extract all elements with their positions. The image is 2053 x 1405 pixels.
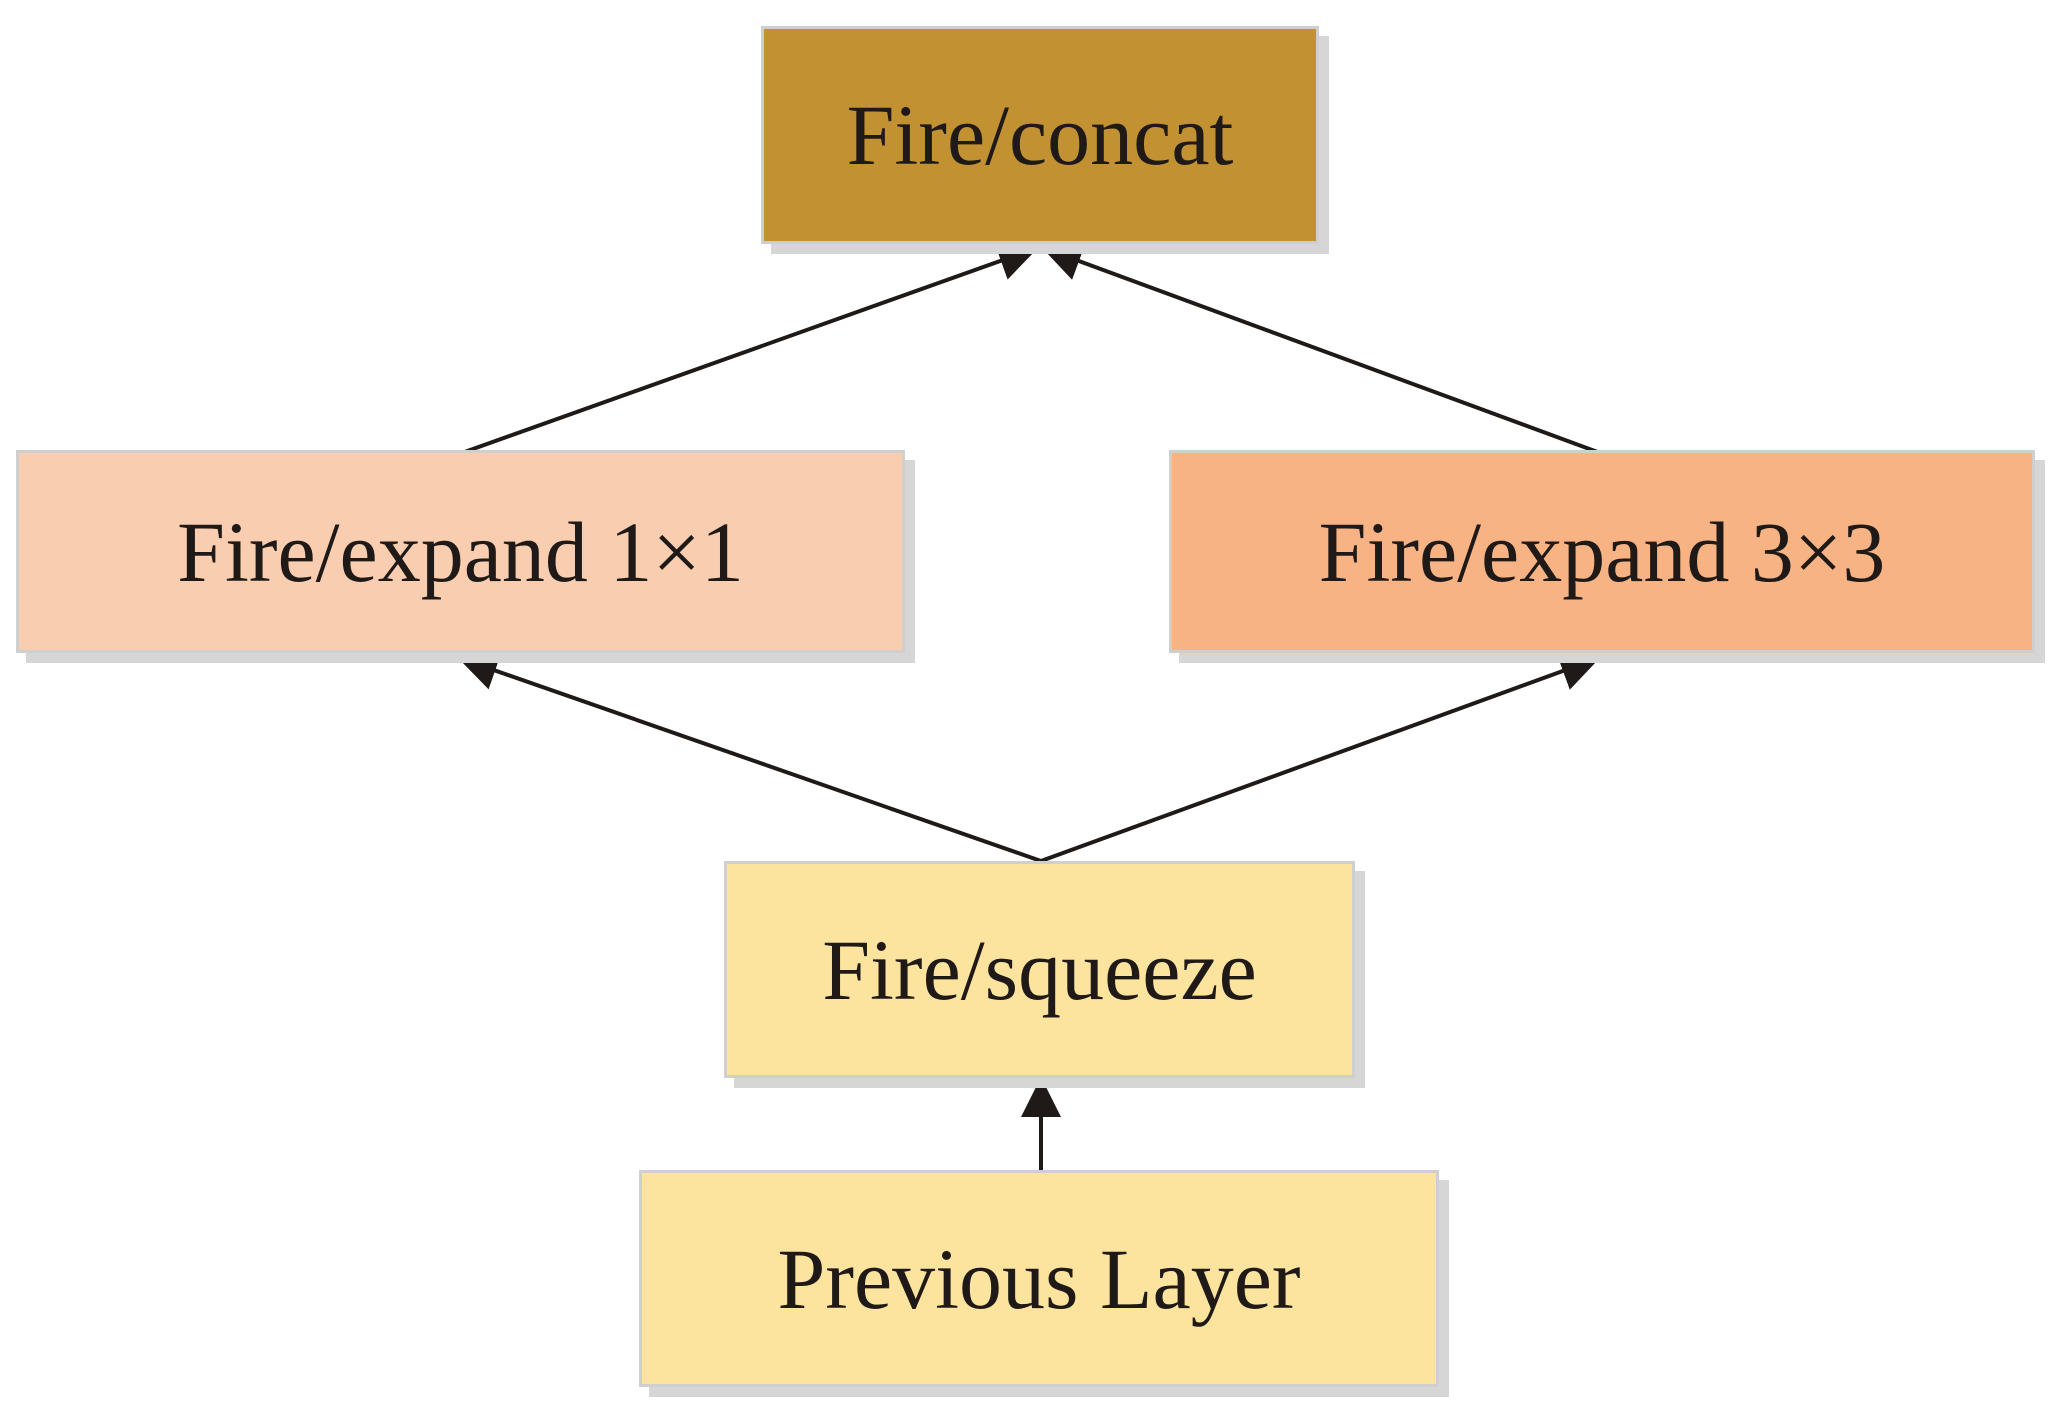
arrow-expand-3x3-to-concat (1041, 242, 1604, 456)
arrow-squeeze-to-expand-1x1 (457, 651, 1042, 863)
arrow-expand-1x1-to-concat (458, 241, 1039, 456)
node-previous-layer-label: Previous Layer (777, 1230, 1301, 1327)
node-fire-squeeze-label: Fire/squeeze (822, 921, 1257, 1018)
node-fire-expand-3x3: Fire/expand 3×3 (1169, 450, 2035, 653)
node-fire-expand-1x1: Fire/expand 1×1 (16, 450, 905, 653)
node-fire-expand-1x1-label: Fire/expand 1×1 (177, 503, 744, 600)
node-fire-concat-label: Fire/concat (846, 87, 1234, 183)
arrow-squeeze-to-expand-3x3 (1040, 652, 1601, 863)
node-fire-squeeze: Fire/squeeze (724, 861, 1355, 1078)
node-fire-expand-3x3-label: Fire/expand 3×3 (1318, 503, 1886, 600)
node-previous-layer: Previous Layer (639, 1170, 1439, 1387)
node-fire-concat: Fire/concat (761, 26, 1319, 244)
